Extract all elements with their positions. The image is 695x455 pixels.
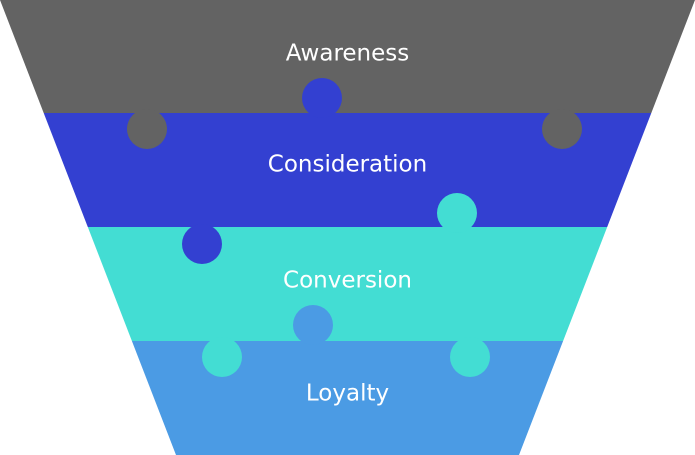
puzzle-knob — [182, 224, 222, 264]
puzzle-knob — [437, 193, 477, 233]
puzzle-knob — [450, 337, 490, 377]
stage-label-loyalty: Loyalty — [306, 381, 389, 407]
puzzle-knob — [302, 78, 342, 118]
puzzle-knob — [542, 109, 582, 149]
stage-label-consideration: Consideration — [268, 152, 427, 178]
puzzle-knob — [293, 305, 333, 345]
funnel-stage-consideration — [43, 113, 652, 227]
funnel-stage-awareness — [0, 0, 695, 113]
stage-label-awareness: Awareness — [286, 41, 410, 67]
stage-label-conversion: Conversion — [283, 268, 412, 294]
puzzle-knob — [127, 109, 167, 149]
puzzle-knob — [202, 337, 242, 377]
